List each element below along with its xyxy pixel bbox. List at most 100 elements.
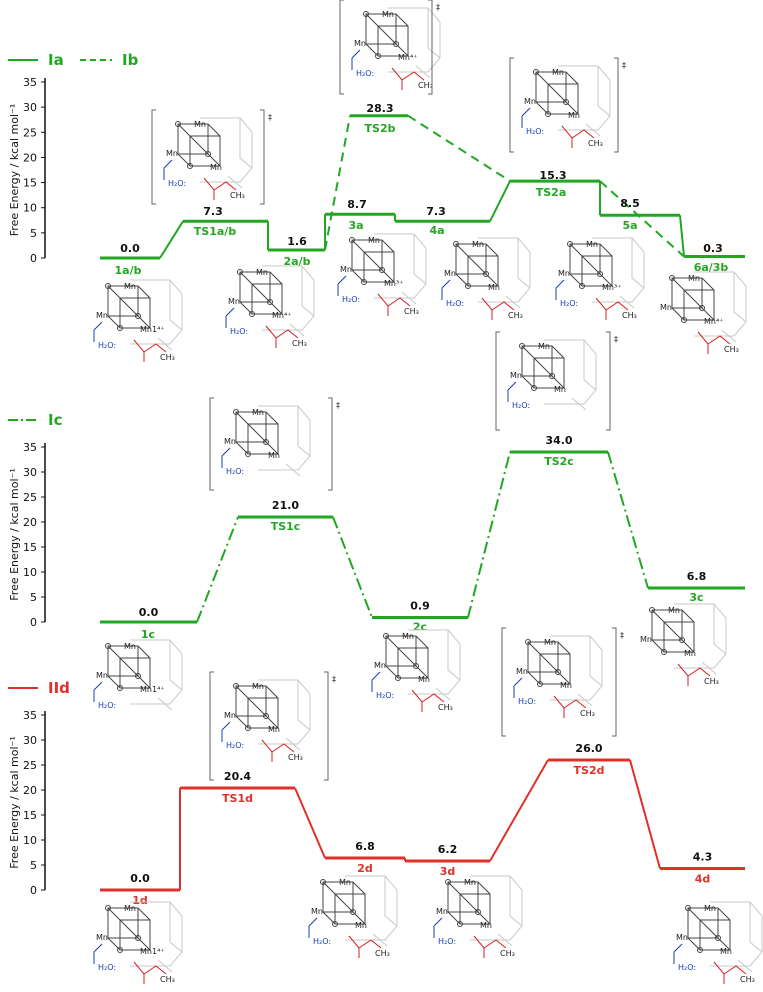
y-tick-label: 25 — [23, 126, 37, 139]
legend-label-Ia: Ia — [48, 51, 64, 69]
energy-value-3a: 8.7 — [347, 198, 367, 211]
state-label-2a/b: 2a/b — [284, 255, 311, 268]
connector-2a/b-TS2b — [324, 115, 351, 251]
water-label: H₂O: — [560, 299, 578, 308]
mn-atom-label: Mn — [676, 933, 688, 942]
connector-TS2c-3c — [607, 451, 649, 589]
connector-2c-TS2c — [467, 451, 511, 618]
mn-atom-label: Mn — [402, 632, 414, 641]
mn-atom-label: Mn — [552, 68, 564, 77]
water-label: H₂O: — [526, 127, 544, 136]
methyl-label: CH₃ — [160, 353, 175, 362]
y-tick-label: 15 — [23, 541, 37, 554]
methyl-label: CH₃ — [404, 307, 419, 316]
y-tick-label: 30 — [23, 734, 37, 747]
water-label: H₂O: — [446, 299, 464, 308]
energy-value-TS2c: 34.0 — [545, 434, 572, 447]
mn-atom-label: Mn — [124, 282, 136, 291]
y-tick-label: 5 — [30, 591, 37, 604]
connector-TS2a-6a/3b — [599, 180, 685, 258]
mn-atom-label: Mn — [538, 342, 550, 351]
mn-atom-label: Mn — [252, 408, 264, 417]
transition-state-dagger: ‡ — [268, 113, 272, 122]
connector-TS1c-2c — [332, 516, 373, 618]
series-Ib — [324, 114, 685, 258]
transition-state-dagger: ‡ — [332, 675, 336, 684]
y-axis-label: Free Energy / kcal mol⁻¹ — [8, 104, 21, 236]
mn-atom-label: Mn — [586, 240, 598, 249]
series-Ia — [100, 179, 745, 260]
y-tick-label: 35 — [23, 76, 37, 89]
methyl-label: CH₃ — [288, 753, 303, 762]
energy-value-5a: 8.5 — [620, 197, 640, 210]
mn-atom-label: Mn — [436, 907, 448, 916]
y-tick-label: 0 — [30, 616, 37, 629]
y-tick-label: 35 — [23, 709, 37, 722]
state-label-4a: 4a — [429, 224, 444, 237]
methyl-label: CH₃ — [724, 345, 739, 354]
mn-atom-label: Mn — [124, 642, 136, 651]
energy-value-1a/b: 0.0 — [120, 242, 140, 255]
y-axis-label: Free Energy / kcal mol⁻¹ — [8, 736, 21, 868]
mn-atom-label: Mn — [560, 681, 572, 690]
mn-atom-label: Mn — [268, 451, 280, 460]
mn-atom-label: Mn — [368, 236, 380, 245]
transition-state-dagger: ‡ — [436, 3, 440, 12]
methyl-label: CH₃ — [292, 339, 307, 348]
y-axis-label: Free Energy / kcal mol⁻¹ — [8, 468, 21, 600]
y-tick-label: 5 — [30, 859, 37, 872]
mn-atom-label: Mn³⁺ — [602, 283, 621, 292]
methyl-label: CH₃ — [375, 949, 390, 958]
mn-atom-label: Mn — [418, 675, 430, 684]
state-label-1c: 1c — [141, 628, 155, 641]
state-label-TS1a/b: TS1a/b — [194, 225, 237, 238]
y-tick-label: 10 — [23, 566, 37, 579]
mn-atom-label: Mn — [339, 878, 351, 887]
methyl-label: CH₃ — [740, 975, 755, 984]
energy-value-TS2b: 28.3 — [366, 102, 393, 115]
water-label: H₂O: — [678, 963, 696, 972]
connector-TS2d-4d — [629, 759, 661, 869]
mn-atom-label: Mn — [688, 274, 700, 283]
transition-state-dagger: ‡ — [336, 401, 340, 410]
energy-value-1c: 0.0 — [139, 606, 159, 619]
mn-atom-label: Mn — [640, 635, 652, 644]
y-tick-label: 20 — [23, 516, 37, 529]
energy-value-2a/b: 1.6 — [287, 235, 307, 248]
methyl-label: CH₃ — [160, 975, 175, 984]
energy-value-TS2a: 15.3 — [539, 169, 566, 182]
methyl-label: CH₃ — [508, 311, 523, 320]
water-label: H₂O: — [168, 179, 186, 188]
methyl-label: CH₃ — [580, 709, 595, 718]
mn-atom-label: Mn — [194, 120, 206, 129]
mn-atom-label: Mn — [166, 149, 178, 158]
water-label: H₂O: — [98, 341, 116, 350]
state-label-5a: 5a — [622, 219, 637, 232]
methyl-label: CH₃ — [500, 949, 515, 958]
y-tick-label: 10 — [23, 834, 37, 847]
mn-atom-label: Mn — [554, 385, 566, 394]
energy-value-2c: 0.9 — [410, 600, 430, 613]
mn-atom-label: Mn — [558, 269, 570, 278]
mn-atom-label: Mn — [354, 39, 366, 48]
energy-value-2d: 6.8 — [355, 840, 375, 853]
energy-value-6a/3b: 0.3 — [703, 242, 723, 255]
mn-atom-label: Mn — [704, 904, 716, 913]
connector-1c-TS1c — [196, 516, 239, 623]
mn-atom-label: Mn — [268, 725, 280, 734]
energy-value-4d: 4.3 — [693, 851, 713, 864]
mn-atom-label: Mn — [516, 667, 528, 676]
state-label-TS2a: TS2a — [536, 186, 567, 199]
mn-atom-label: Mn — [96, 671, 108, 680]
